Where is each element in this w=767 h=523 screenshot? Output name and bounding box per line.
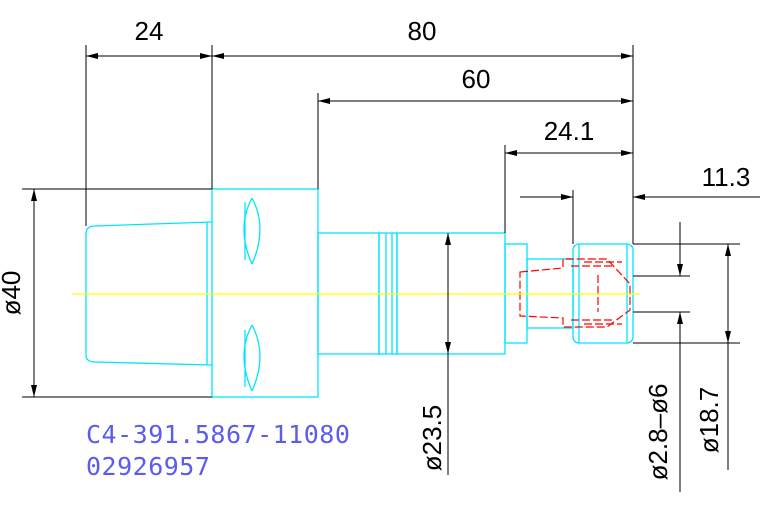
dim-80: 80 — [408, 16, 437, 46]
dim-dia-18-7: ø18.7 — [694, 387, 724, 454]
dim-dia-2-8-6: ø2.8–ø6 — [643, 384, 673, 481]
collet-hidden-lines — [519, 258, 631, 328]
dim-24-1: 24.1 — [544, 116, 595, 146]
dim-dia-23-5: ø23.5 — [417, 405, 447, 472]
dim-11-3: 11.3 — [702, 162, 751, 192]
dim-dia-40: ø40 — [0, 271, 26, 316]
drive-slot-top — [243, 197, 261, 265]
part-code: C4-391.5867-11080 — [86, 420, 351, 449]
drive-slot-bottom — [243, 324, 261, 392]
flange-body — [211, 188, 319, 398]
part-number: 02926957 — [86, 452, 211, 481]
dim-60: 60 — [462, 64, 491, 94]
dim-24: 24 — [135, 16, 164, 46]
part-outline — [85, 188, 634, 398]
dimension-lines — [22, 45, 760, 492]
